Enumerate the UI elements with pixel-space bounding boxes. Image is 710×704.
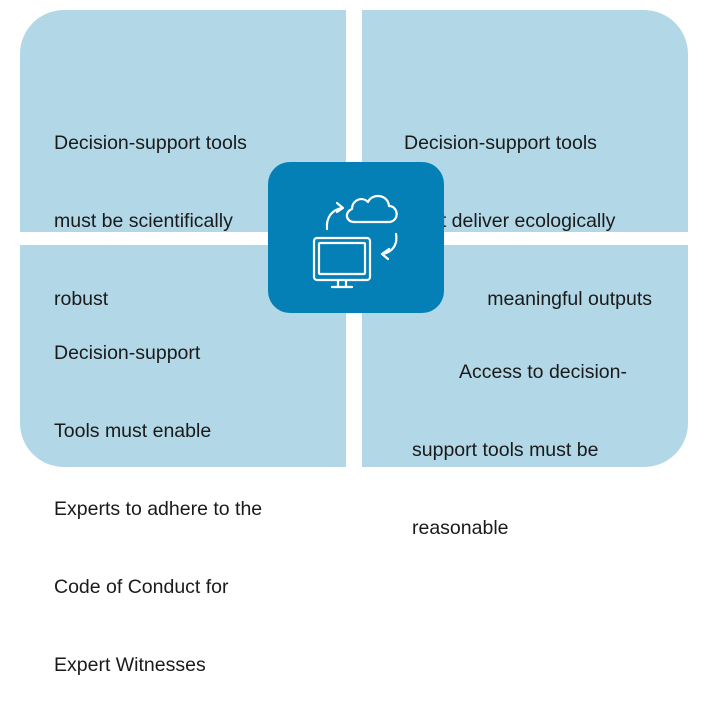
text-line: Decision-support tools: [404, 132, 597, 154]
quadrant-text-bottom-right: Access to decision- support tools must b…: [412, 307, 627, 567]
monitor-icon: [312, 236, 372, 282]
center-icon-box: [268, 162, 444, 313]
text-line: must be scientifically: [54, 210, 233, 232]
quadrant-text-top-left: Decision-support tools must be scientifi…: [54, 78, 247, 338]
arrow-down-icon: [381, 232, 398, 256]
arrow-up-icon: [325, 206, 344, 231]
text-line: Experts to adhere to the: [54, 498, 263, 520]
text-line: Code of Conduct for: [54, 576, 229, 598]
text-line: Decision-support: [54, 342, 201, 364]
cloud-icon: [345, 195, 398, 224]
quadrant-text-bottom-left: Decision-support Tools must enable Exper…: [54, 288, 262, 704]
text-line: Access to decision-: [459, 361, 627, 383]
text-line: Decision-support tools: [54, 132, 247, 154]
text-line: robust: [54, 288, 109, 310]
text-line: meaningful outputs: [487, 288, 652, 310]
text-line: support tools must be: [412, 439, 599, 461]
computer-cloud-sync-icon: [312, 195, 398, 289]
text-line: reasonable: [412, 517, 509, 539]
text-line: Expert Witnesses: [54, 654, 206, 676]
text-line: Tools must enable: [54, 420, 212, 442]
